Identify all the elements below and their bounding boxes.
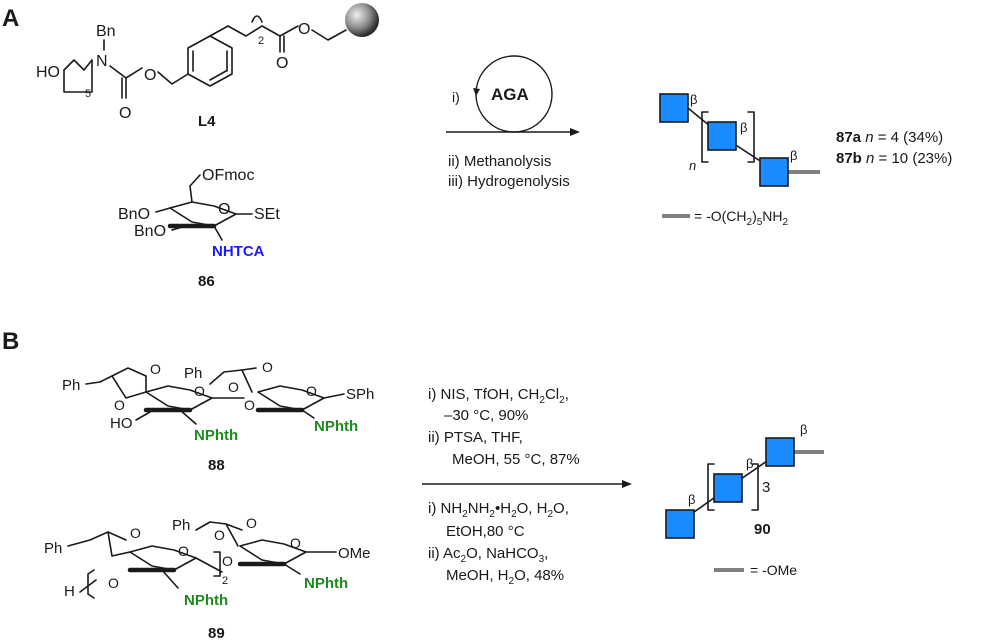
donor-ofmoc: OFmoc bbox=[202, 167, 254, 184]
acceptor89-o3: O bbox=[178, 543, 189, 559]
acceptor89-o4: O bbox=[214, 527, 225, 543]
linker-carbamate-o1: O bbox=[119, 105, 131, 122]
panel-a-label: A bbox=[2, 5, 19, 32]
donor88-o3: O bbox=[194, 383, 205, 399]
acceptor89-o2: O bbox=[130, 525, 141, 541]
aga-step-ii: ii) Methanolysis bbox=[448, 153, 551, 170]
solid-support-bead bbox=[345, 3, 379, 37]
linker-n: N bbox=[96, 53, 108, 70]
glycan90-beta-3: β bbox=[800, 422, 807, 437]
donor88-ho: HO bbox=[110, 415, 133, 432]
product90-compound-id: 90 bbox=[754, 521, 771, 538]
acceptor89-repeat-sub: 2 bbox=[222, 575, 228, 587]
donor-nhtca: NHTCA bbox=[212, 243, 265, 260]
cond-top-line2: –30 °C, 90% bbox=[444, 407, 528, 424]
linker-carbamate-o2: O bbox=[144, 67, 156, 84]
glycan90-unit-1 bbox=[665, 509, 695, 539]
cond-bottom-line3: ii) Ac2O, NaHCO3, bbox=[428, 545, 548, 565]
donor88-glyco-o: O bbox=[244, 397, 255, 413]
beta-label-2: β bbox=[740, 120, 747, 135]
linker-legend: = -O(CH2)5NH2 bbox=[694, 208, 789, 228]
acceptor89-h: H bbox=[64, 583, 75, 600]
cond-bottom-line1: i) NH2NH2•H2O, H2O, bbox=[428, 500, 569, 520]
donor-compound-id: 86 bbox=[198, 273, 215, 290]
linker-compound-id: L4 bbox=[198, 113, 216, 130]
donor88-o2: O bbox=[150, 361, 161, 377]
linker-bn: Bn bbox=[96, 23, 116, 40]
donor-86-structure: OFmoc O SEt BnO BnO NHTCA 86 bbox=[118, 167, 280, 290]
donor-ring-o: O bbox=[218, 201, 230, 218]
cond-top-line4: MeOH, 55 °C, 87% bbox=[452, 451, 580, 468]
linker-ho: HO bbox=[36, 64, 60, 81]
linker-ester-o1: O bbox=[276, 55, 288, 72]
product-90-glycan: 3 β β β 90 = -OMe bbox=[665, 422, 824, 578]
result-87b: 87b n = 10 (23%) bbox=[836, 150, 952, 167]
linker-l4-structure: HO 5 N Bn O O 2 O O L4 bbox=[36, 3, 379, 130]
donor88-compound-id: 88 bbox=[208, 457, 225, 474]
glycan90-beta-1: β bbox=[688, 492, 695, 507]
glycan-unit-reducing bbox=[759, 157, 789, 187]
donor88-o1: O bbox=[114, 397, 125, 413]
aga-reaction: AGA i) ii) Methanolysis iii) Hydrogenoly… bbox=[446, 55, 580, 190]
acceptor89-o5: O bbox=[246, 515, 257, 531]
glycan-unit-repeat bbox=[707, 121, 737, 151]
donor-set: SEt bbox=[254, 206, 280, 223]
product90-legend: = -OMe bbox=[750, 562, 797, 578]
donor88-ph1: Ph bbox=[62, 377, 80, 394]
donor88-o6: O bbox=[306, 383, 317, 399]
repeat-n-label: n bbox=[689, 158, 696, 173]
beta-label-1: β bbox=[690, 92, 697, 107]
glycan90-unit-repeat bbox=[713, 473, 743, 503]
acceptor-89-structure: Ph Ph H O O O 2 O O O O OMe NPhth NPhth … bbox=[44, 515, 371, 642]
glycan90-repeat-count: 3 bbox=[762, 479, 770, 496]
donor88-sph: SPh bbox=[346, 386, 374, 403]
donor88-nphth2: NPhth bbox=[314, 418, 358, 435]
acceptor89-ph2: Ph bbox=[172, 517, 190, 534]
acceptor89-nphth1: NPhth bbox=[184, 592, 228, 609]
cond-bottom-line4: MeOH, H2O, 48% bbox=[446, 567, 564, 587]
donor-bno-bottom: BnO bbox=[134, 223, 166, 240]
reaction-b: i) NIS, TfOH, CH2Cl2, –30 °C, 90% ii) PT… bbox=[422, 386, 632, 587]
beta-label-3: β bbox=[790, 148, 797, 163]
cond-top-line3: ii) PTSA, THF, bbox=[428, 429, 523, 446]
acceptor89-nphth2: NPhth bbox=[304, 575, 348, 592]
donor88-ph2: Ph bbox=[184, 365, 202, 382]
linker-ester-o2: O bbox=[298, 21, 310, 38]
linker-chain-sub: 2 bbox=[258, 35, 264, 47]
acceptor89-ph1: Ph bbox=[44, 540, 62, 557]
cond-top-line1: i) NIS, TfOH, CH2Cl2, bbox=[428, 386, 569, 406]
acceptor89-glyco-o: O bbox=[222, 553, 233, 569]
acceptor89-compound-id: 89 bbox=[208, 625, 225, 642]
panel-b-label: B bbox=[2, 328, 19, 355]
glycan90-beta-2: β bbox=[746, 456, 753, 471]
glycan-unit-1 bbox=[659, 93, 689, 123]
aga-step-iii: iii) Hydrogenolysis bbox=[448, 173, 570, 190]
acceptor89-o1: O bbox=[108, 575, 119, 591]
cond-bottom-line2: EtOH,80 °C bbox=[446, 523, 525, 540]
aga-step-i: i) bbox=[452, 89, 460, 105]
donor-88-structure: Ph Ph O O O HO O O O O SPh NPhth NPhth 8… bbox=[62, 359, 374, 474]
donor-bno-top: BnO bbox=[118, 206, 150, 223]
product-87-glycan: β β β n = -O(CH2)5NH2 87a n = 4 (34%) 87… bbox=[659, 92, 952, 228]
acceptor89-o6: O bbox=[290, 535, 301, 551]
donor88-o4: O bbox=[228, 379, 239, 395]
acceptor89-ome: OMe bbox=[338, 545, 371, 562]
donor88-o5: O bbox=[262, 359, 273, 375]
glycan90-unit-reducing bbox=[765, 437, 795, 467]
result-87a: 87a n = 4 (34%) bbox=[836, 129, 943, 146]
donor88-nphth1: NPhth bbox=[194, 427, 238, 444]
aga-label: AGA bbox=[491, 85, 529, 104]
linker-repeat-sub: 5 bbox=[85, 88, 91, 100]
